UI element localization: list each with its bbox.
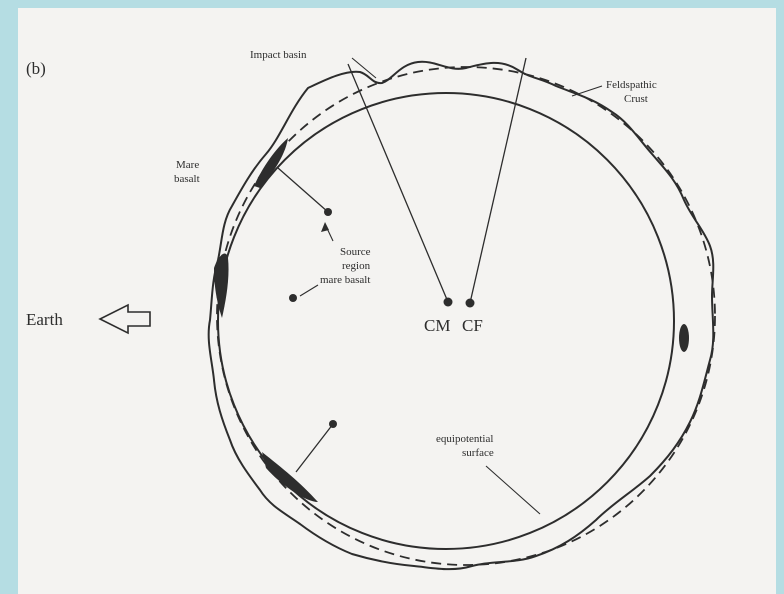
feldspathic-crust-label-line2: Crust: [624, 93, 648, 105]
crust-outer-boundary: [209, 62, 714, 569]
impact-basin-label: Impact basin: [250, 49, 307, 61]
equipotential-label-line2: surface: [462, 447, 494, 459]
source-region-label-line3: mare basalt: [320, 274, 370, 286]
cm-label: CM: [424, 316, 450, 335]
impact-basin-leader: [352, 58, 376, 78]
earth-direction-arrow: [100, 305, 150, 333]
source-region-label-line1: Source: [340, 246, 371, 258]
source-region-label-line2: region: [342, 260, 371, 272]
equipotential-label-line1: equipotential: [436, 433, 493, 445]
mare-basalt-deposit-farside: [679, 324, 689, 352]
mare-basalt-source-leader: [300, 285, 318, 296]
source-region-dot-middle: [289, 294, 297, 302]
cf-label: CF: [462, 316, 483, 335]
mare-basalt-label-line1: Mare: [176, 159, 199, 171]
panel-label: (b): [26, 59, 46, 78]
earth-label: Earth: [26, 310, 63, 329]
equipotential-leader: [486, 466, 540, 514]
feldspathic-crust-leader: [572, 86, 602, 96]
feeder-line-upper: [278, 168, 328, 212]
mare-basalt-label-line2: basalt: [174, 173, 200, 185]
feeder-line-lower: [296, 424, 333, 472]
feldspathic-crust-label-line1: Feldspathic: [606, 79, 657, 91]
mare-basalt-deposit-lower: [262, 452, 318, 502]
mare-basalt-deposit-middle: [214, 253, 229, 318]
